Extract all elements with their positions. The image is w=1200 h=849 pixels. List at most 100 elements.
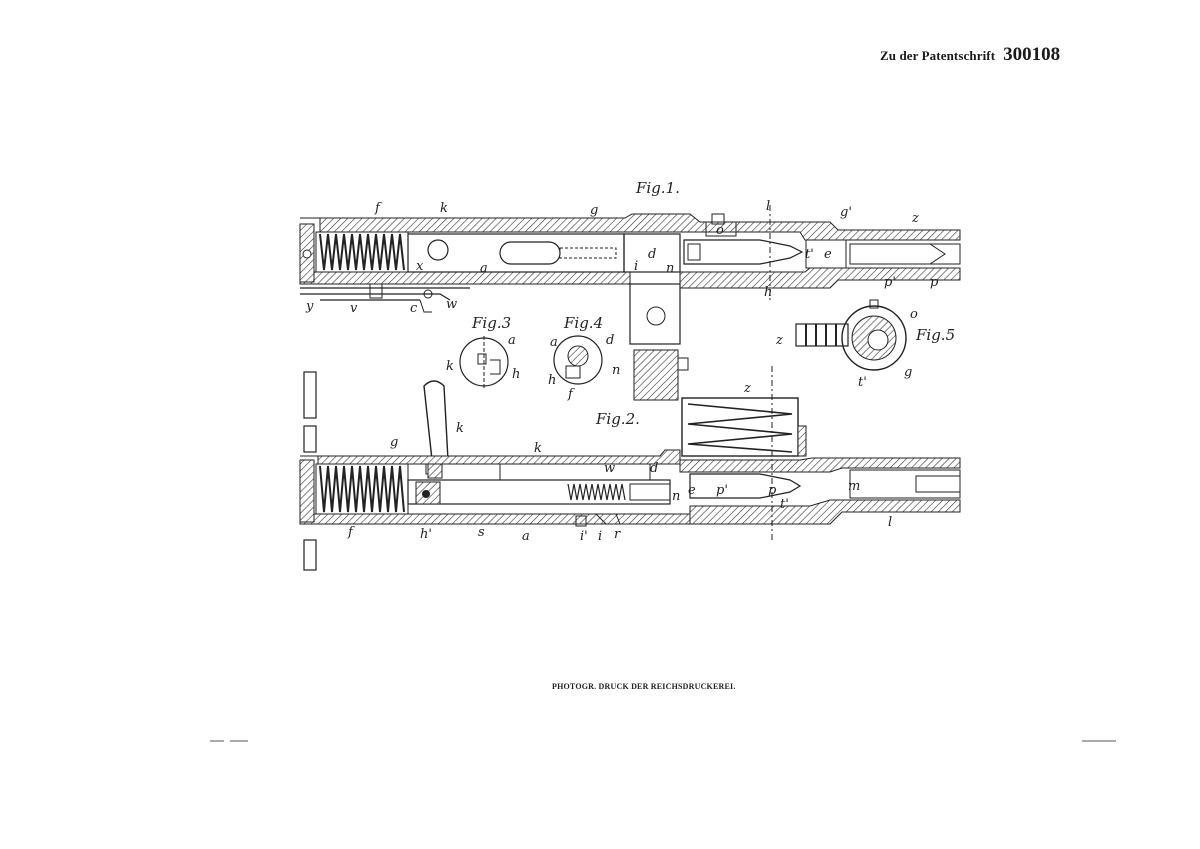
fig1-label-o: o <box>716 223 724 238</box>
fig3-label-h: h <box>512 367 520 382</box>
fig2-lever <box>423 380 449 461</box>
fig1-label-p1: p' <box>884 275 896 290</box>
fig2-label-s: s <box>478 525 485 540</box>
fig1-bolt-slot <box>499 241 561 265</box>
fig1-latch-block <box>705 221 737 237</box>
fig4-label-a: a <box>550 335 558 350</box>
fig3-title: Fig.3 <box>471 314 511 332</box>
fig2-trigger-a <box>575 515 587 527</box>
fig1-label-z: z <box>911 211 919 226</box>
fig5-bore <box>867 329 889 351</box>
fig1-firing-pin <box>559 247 617 259</box>
fig2-label-k2: k <box>534 441 542 456</box>
fig2-small-spring <box>427 463 443 479</box>
fig3-notch <box>490 359 501 375</box>
fig1-label-i: i <box>634 259 638 274</box>
fig2-magazine <box>681 397 807 457</box>
fig2-housing-top <box>300 449 681 465</box>
fig1-bolt-head <box>623 233 681 273</box>
fig2-bolt-pin <box>422 490 430 498</box>
fig2-label-d: d <box>650 461 658 476</box>
fig2-label-i1: i' <box>580 529 588 544</box>
fig1-latch <box>711 213 725 225</box>
fig1-label-y: y <box>305 299 314 314</box>
fig1-label-w: w <box>446 297 457 312</box>
fig2-label-p: p <box>768 483 777 498</box>
fig1-end-cap-hole <box>302 249 312 259</box>
fig4-circle <box>553 335 603 385</box>
fig1-cartridge-rim <box>687 243 701 261</box>
fig1-title: Fig.1. <box>635 179 680 197</box>
fig2-firing-spring <box>567 483 626 501</box>
fig5-top-screw <box>869 299 879 309</box>
fig1-label-n: n <box>666 261 674 276</box>
fig2-striker <box>629 483 671 501</box>
fig5-label-t1: t' <box>858 375 867 390</box>
patent-header: Zu der Patentschrift 300108 <box>880 44 1060 66</box>
fig1-cartridge <box>683 239 804 265</box>
figure-5: Fig.5 z o t' g <box>775 299 955 390</box>
fig1-label-x: x <box>416 259 424 274</box>
fig1-label-t: t' <box>805 247 814 262</box>
fig2-cartridge <box>689 473 802 499</box>
fig2-label-f: f <box>347 525 355 540</box>
fig1-label-l: l <box>766 199 770 214</box>
fig2-label-r: r <box>614 527 621 542</box>
fig4-slot <box>565 365 581 379</box>
fig1-label-k: k <box>440 201 448 216</box>
fig1-label-d: d <box>648 247 656 262</box>
fig3-label-k: k <box>446 359 454 374</box>
fig5-label-z: z <box>775 333 783 348</box>
fig2-spring <box>315 463 409 515</box>
figure-2: Fig.2. <box>299 366 961 571</box>
figure-3: Fig.3 a k h <box>446 314 520 390</box>
fig1-label-a: a <box>480 261 488 276</box>
fig4-label-h: h <box>548 373 556 388</box>
fig2-label-p1: p' <box>716 483 728 498</box>
fig2-label-l: l <box>888 515 892 530</box>
fig2-label-i: i <box>598 529 602 544</box>
fig1-mount-screw <box>677 357 689 371</box>
fig4-label-d: d <box>606 333 614 348</box>
fig4-label-n: n <box>612 363 620 378</box>
header-label: Zu der Patentschrift <box>880 48 996 63</box>
fig4-label-f: f <box>567 387 575 402</box>
fig2-magazine-clip <box>797 425 807 457</box>
fig2-label-k1: k <box>456 421 464 436</box>
fig1-magazine-mount <box>629 283 681 345</box>
fig2-label-a: a <box>522 529 530 544</box>
fig1-barrel-bottom <box>679 267 961 289</box>
fig2-cap-piece-mid <box>303 425 317 453</box>
fig2-label-z: z <box>743 381 751 396</box>
fig2-label-e: e <box>688 483 696 498</box>
fig2-trigger-b <box>595 513 621 525</box>
fig2-barrel-bottom <box>689 499 961 525</box>
fig2-title: Fig.2. <box>595 410 640 428</box>
fig2-cap-piece-bottom <box>303 539 317 571</box>
fig2-end-cap <box>299 459 315 523</box>
fig2-label-n: n <box>672 489 680 504</box>
printer-imprint: PHOTOGR. DRUCK DER REICHSDRUCKEREI. <box>552 682 736 691</box>
fig4-hub <box>567 345 589 367</box>
fig4-title: Fig.4 <box>563 314 603 332</box>
fig1-housing-bottom <box>299 271 631 285</box>
fig1-spring <box>315 231 409 273</box>
fig2-cap-piece-top <box>303 371 317 419</box>
fig2-projectile <box>915 475 961 493</box>
fig1-trigger-pivot <box>423 289 433 299</box>
fig5-outer-circle <box>841 305 907 371</box>
fig2-label-h1: h' <box>420 527 432 542</box>
fig5-label-o: o <box>910 307 918 322</box>
fig1-label-f: f <box>374 201 382 216</box>
fig5-title: Fig.5 <box>915 326 955 344</box>
fig3-pin <box>477 353 487 365</box>
fig3-label-a: a <box>508 333 516 348</box>
fig1-mount-block <box>633 349 679 401</box>
fig2-label-w: w <box>604 461 615 476</box>
fig1-trigger <box>419 299 432 313</box>
fig5-magazine-ladder <box>795 323 849 347</box>
fig2-upper-slot <box>499 463 651 481</box>
fig1-projectile <box>900 243 946 265</box>
figure-1: Fig.1. <box>299 179 961 401</box>
